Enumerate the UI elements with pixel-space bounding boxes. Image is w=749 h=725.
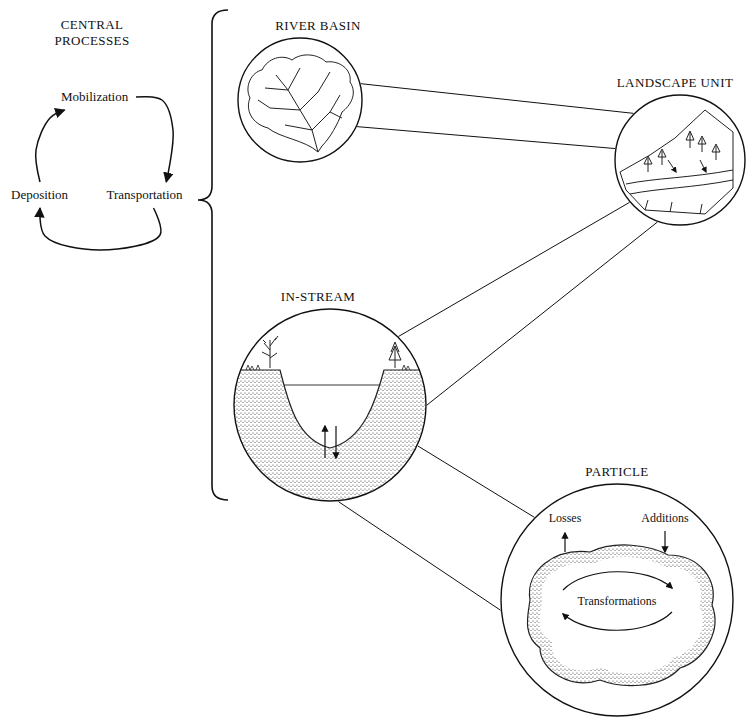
scale-circle: RIVER BASIN: [237, 37, 363, 163]
tree: [712, 144, 720, 160]
soil: [234, 370, 428, 505]
ground-line: [240, 370, 420, 448]
circle-outline: [614, 94, 746, 226]
scale-circle: LANDSCAPE UNIT: [614, 94, 746, 226]
particle-drawing: [527, 531, 714, 686]
scale-heading: IN-STREAM: [281, 289, 355, 305]
zoom-line: [357, 127, 615, 149]
circle-outline: [615, 95, 745, 225]
stream: [288, 68, 300, 90]
process-label: Losses: [549, 511, 582, 525]
stream: [330, 112, 342, 118]
channel: [630, 180, 733, 194]
transformation-arrow: [563, 612, 672, 630]
process-node: Mobilization: [57, 87, 133, 107]
exchange-arrow: [324, 426, 325, 458]
water-line: [284, 385, 380, 386]
zoom-line: [418, 446, 534, 517]
tree: [658, 149, 666, 165]
scale-heading: LANDSCAPE UNIT: [617, 75, 733, 91]
process-name: Transportation: [107, 187, 184, 203]
layer: [645, 200, 702, 214]
process-name: Mobilization: [61, 89, 129, 105]
tree: [698, 136, 706, 152]
landscape-drawing: [620, 110, 733, 214]
exchange-arrow: [335, 426, 336, 458]
transformation-arrow: [563, 572, 672, 590]
process-name: Deposition: [11, 187, 69, 203]
tree: [389, 342, 401, 368]
stream: [312, 95, 340, 130]
circle-outline: [238, 38, 362, 162]
cycle-arrow: [136, 97, 173, 182]
tree: [644, 156, 652, 172]
stream: [258, 100, 300, 110]
basin-outline: [248, 55, 353, 152]
circle-outline: [237, 37, 363, 163]
slope-edge: [620, 110, 705, 172]
scale-circle: IN-STREAM: [233, 308, 427, 502]
zoom-line: [399, 202, 630, 336]
river-basin-drawing: [248, 55, 353, 152]
tree: [262, 336, 278, 368]
stream: [265, 88, 288, 90]
section-heading: CENTRAL PROCESSES: [46, 17, 138, 48]
channel: [626, 170, 733, 184]
process-node: Transportation: [103, 185, 188, 205]
block-bottom: [620, 172, 733, 214]
loss-arrow: [564, 533, 565, 552]
cycle-arrow: [36, 110, 65, 182]
zoom-line: [361, 84, 633, 114]
cycle-arrow: [40, 208, 161, 250]
addition-arrow: [664, 531, 665, 552]
stream: [285, 125, 312, 130]
zoom-line: [338, 502, 500, 611]
flow-arrow: [700, 160, 706, 172]
in-stream-drawing: [234, 336, 428, 505]
process-label: Transformations: [578, 594, 657, 608]
stream: [276, 75, 318, 152]
process-node: Deposition: [7, 185, 73, 205]
flow-arrow: [668, 160, 676, 172]
process-label: Additions: [641, 511, 688, 525]
circle-outline: [234, 309, 426, 501]
block-side: [705, 110, 733, 188]
grass: [246, 365, 410, 370]
stream: [300, 72, 330, 110]
particle-outline: [527, 545, 714, 686]
circle-outline: [501, 484, 733, 716]
scale-heading: RIVER BASIN: [275, 18, 361, 34]
tree: [686, 131, 694, 148]
zoom-line: [427, 222, 657, 405]
scale-heading: PARTICLE: [585, 464, 648, 480]
circle-outline: [233, 308, 427, 502]
particle-stipple: [527, 545, 714, 686]
bracket: [198, 10, 228, 500]
